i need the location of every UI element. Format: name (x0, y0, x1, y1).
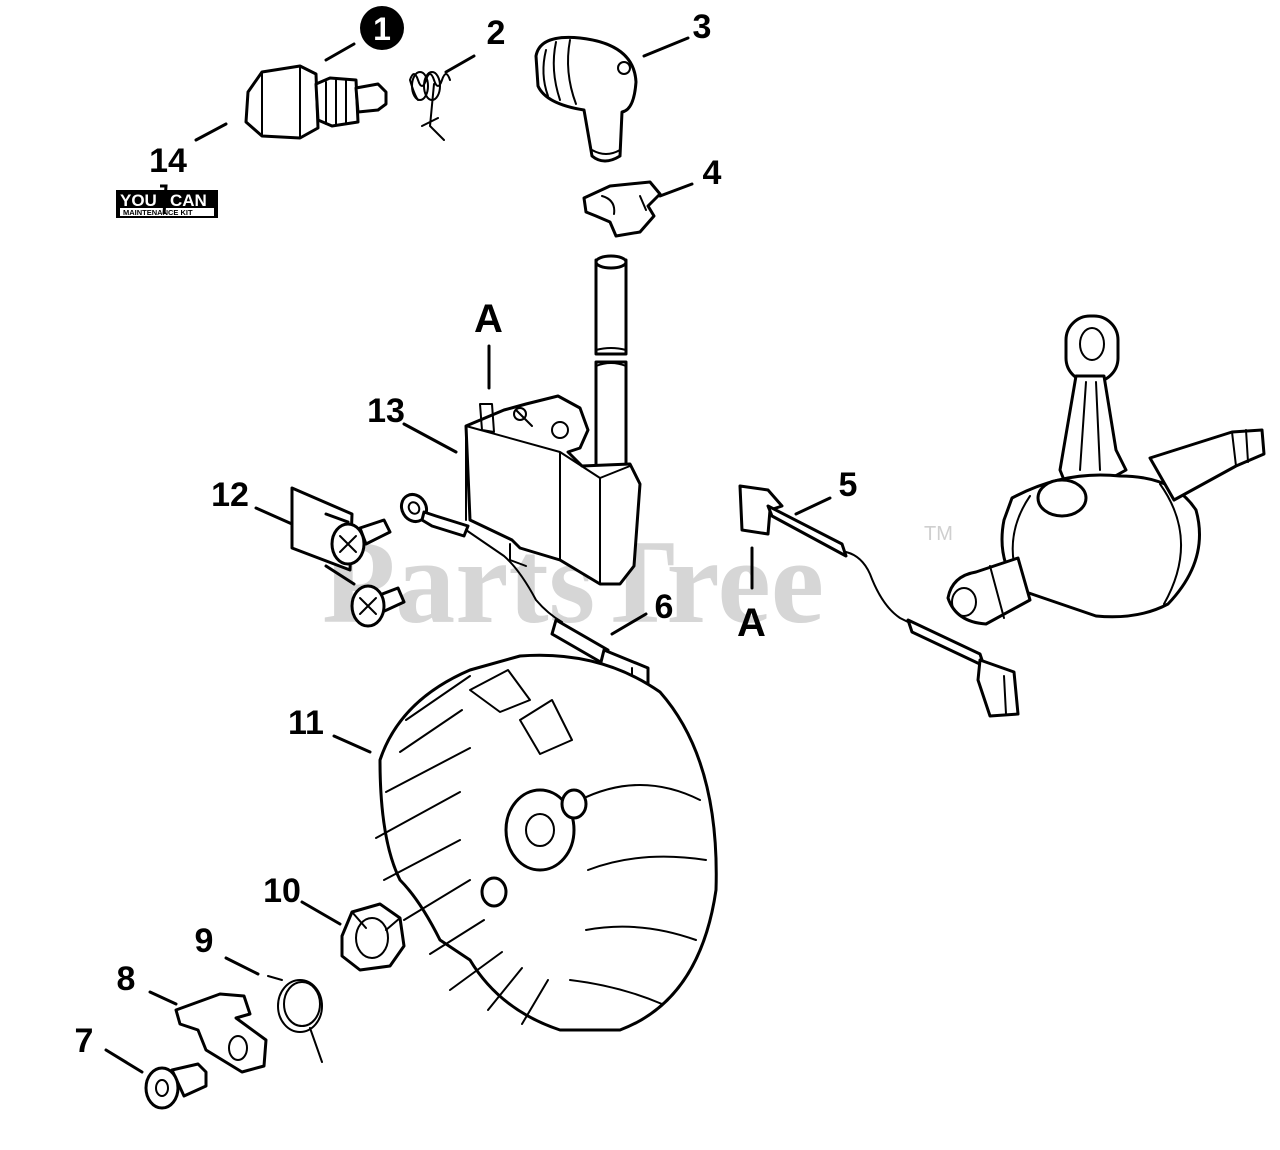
section-marker-bottom: A (737, 546, 766, 645)
callout-10[interactable]: 10 (263, 872, 301, 910)
section-label-top: A (474, 297, 503, 341)
pawl-spring[interactable] (267, 975, 323, 1063)
callout-13[interactable]: 13 (367, 392, 405, 430)
badge-subtitle: MAINTENANCE KIT (123, 208, 193, 217)
callout-12[interactable]: 12 (211, 476, 249, 514)
callout-1[interactable]: 1 (373, 11, 391, 47)
callout-6[interactable]: 6 (655, 588, 674, 626)
callout-11[interactable]: 11 (288, 704, 324, 742)
crankshaft-assembly[interactable] (946, 314, 1266, 626)
badge-can: CAN (170, 191, 207, 210)
leader-lines (104, 36, 832, 1074)
ignition-lead[interactable] (594, 254, 628, 502)
callout-14[interactable]: 14 (149, 142, 187, 180)
watermark-trademark: TM (924, 523, 953, 545)
callout-8[interactable]: 8 (117, 960, 136, 998)
section-label-bottom: A (737, 601, 766, 645)
stop-switch-wire[interactable] (738, 484, 1020, 718)
callout-7[interactable]: 7 (75, 1022, 94, 1060)
callout-2[interactable]: 2 (487, 14, 506, 52)
callout-5[interactable]: 5 (839, 466, 858, 504)
callout-4[interactable]: 4 (703, 154, 722, 192)
spark-plug-boot[interactable] (534, 35, 638, 163)
callout-3[interactable]: 3 (693, 8, 712, 46)
pawl-bolt[interactable] (144, 1062, 208, 1110)
coil-screws[interactable] (290, 486, 406, 628)
flywheel-nut[interactable] (340, 902, 406, 972)
callouts: 1 2 3 4 5 6 7 8 9 10 11 12 13 14 (75, 6, 858, 1060)
spark-plug[interactable] (244, 64, 388, 140)
section-marker-top: A (474, 297, 503, 390)
flywheel[interactable] (375, 653, 718, 1032)
callout-9[interactable]: 9 (195, 922, 214, 960)
maintenance-kit-badge: YOU CAN MAINTENANCE KIT (116, 184, 218, 218)
ignition-coil[interactable] (464, 394, 642, 586)
boot-clip[interactable] (582, 180, 662, 238)
badge-you: YOU (120, 191, 157, 210)
starter-pawl[interactable] (174, 992, 268, 1074)
spark-plug-spring[interactable] (409, 71, 451, 141)
